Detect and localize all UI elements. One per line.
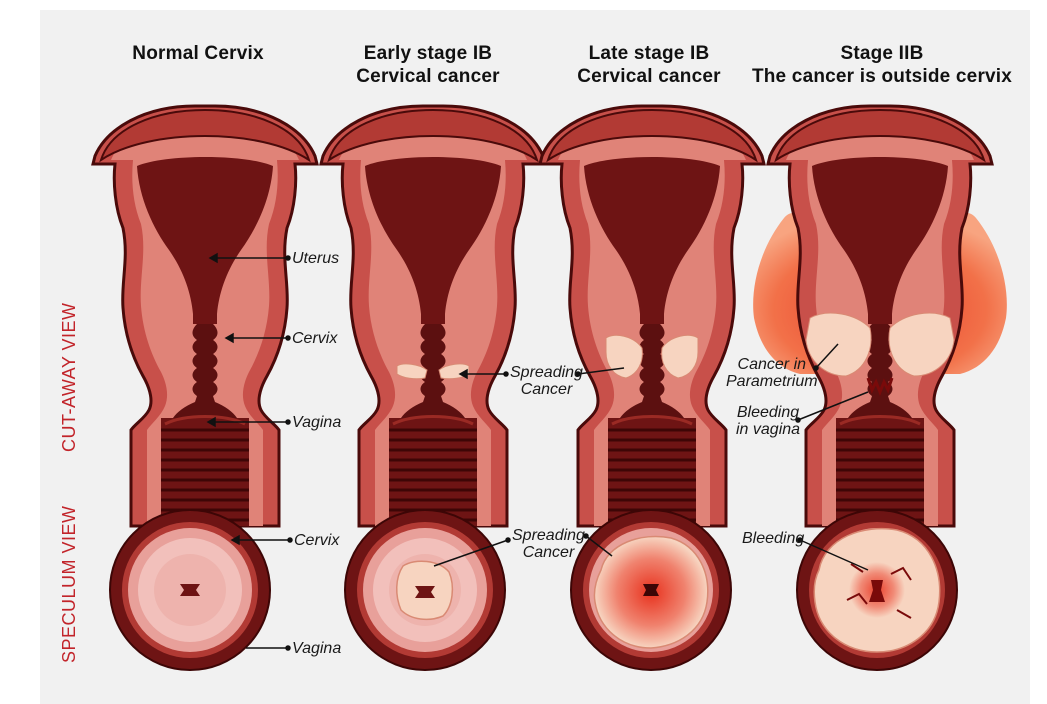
label-vagina-speculum: Vagina [292, 640, 341, 657]
label-vagina-cutaway: Vagina [292, 414, 341, 431]
speculum-early-ib [345, 510, 505, 670]
speculum-normal [110, 510, 270, 670]
label-spreading-cancer-speculum: Spreading Cancer [512, 527, 585, 561]
label-uterus: Uterus [292, 250, 339, 267]
uterus-early-ib [321, 106, 545, 526]
speculum-late-ib [571, 510, 731, 670]
speculum-stage-iib [797, 510, 957, 670]
label-bleeding-speculum: Bleeding [742, 530, 804, 547]
label-spreading-cancer-top: Spreading Cancer [510, 364, 583, 398]
label-cervix-speculum: Cervix [294, 532, 339, 549]
uterus-normal [93, 106, 317, 526]
label-cervix-cutaway: Cervix [292, 330, 337, 347]
uterus-late-ib [540, 106, 764, 526]
label-bleeding-in-vagina: Bleeding in vagina [736, 404, 800, 438]
label-cancer-in-parametrium: Cancer in Parametrium [726, 356, 818, 390]
uterus-stage-iib [753, 106, 1007, 526]
